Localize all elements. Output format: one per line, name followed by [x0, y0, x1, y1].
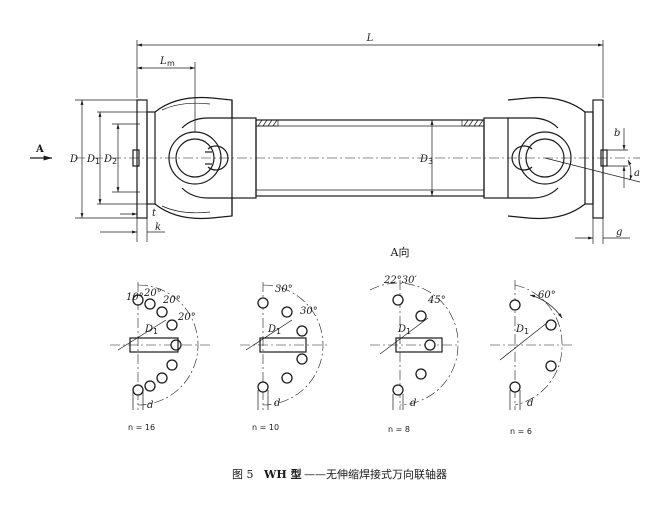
pattern-n10: 30° 30° D 1 d n = 10 — [240, 282, 330, 432]
dim-D2-sub: 2 — [112, 157, 117, 166]
pcd-n16-sub: 1 — [153, 327, 158, 336]
pcd-n8: D — [397, 324, 406, 335]
dim-D3-label: D — [419, 154, 428, 165]
view-arrow-label: A — [35, 144, 44, 155]
pcd-n16: D — [144, 324, 153, 335]
pattern-n6: 60° D 1 d n = 6 — [490, 280, 575, 436]
weld-hatch-right — [461, 119, 485, 127]
view-title: A向 — [390, 245, 410, 259]
dim-b-label: b — [614, 128, 620, 139]
caption-title: ——无伸缩焊接式万向联轴器 — [304, 467, 447, 481]
hole-n10: d — [274, 398, 280, 409]
hole-n16: d — [147, 400, 153, 411]
angle-n16-3: 20° — [177, 312, 196, 323]
shaft-assembly — [75, 96, 640, 220]
angle-n16-1: 20° — [143, 288, 162, 299]
dim-D1-label: D — [86, 154, 95, 165]
dimensions: L L m D D 1 D 2 D 3 t k — [30, 33, 641, 244]
right-cross-bearing — [511, 145, 533, 171]
left-yoke-upper — [154, 96, 233, 129]
dim-L-label: L — [366, 33, 374, 44]
right-cross-inner — [525, 138, 565, 178]
left-cross-outer — [168, 131, 222, 185]
left-yoke-lower — [154, 187, 233, 220]
left-cross-inner — [175, 138, 215, 178]
pcd-n8-sub: 1 — [406, 327, 411, 336]
pattern-n10-key — [259, 337, 307, 353]
hole-n6: d — [527, 398, 533, 409]
left-flange-boss — [146, 111, 156, 205]
dim-D3-sub: 3 — [428, 157, 433, 166]
dim-D-label: D — [69, 154, 78, 165]
angle-n10-0: 30° — [275, 284, 293, 295]
dim-D2-label: D — [103, 154, 112, 165]
pcd-n6-sub: 1 — [524, 327, 529, 336]
left-key — [132, 149, 140, 167]
count-n6: n = 6 — [510, 427, 532, 436]
angle-n8-0: 22°30′ — [383, 275, 417, 286]
left-yoke-edge-2 — [161, 205, 211, 214]
dim-k-label: k — [155, 222, 161, 233]
pcd-n10: D — [267, 324, 276, 335]
dim-Lm-sub: m — [167, 59, 175, 68]
pattern-n16-key — [129, 337, 179, 353]
right-key — [600, 149, 608, 167]
pattern-n8-key — [395, 337, 443, 353]
dim-a — [627, 159, 633, 181]
count-n8: n = 8 — [388, 425, 410, 434]
count-n16: n = 16 — [128, 423, 155, 432]
angle-n16-2: 20° — [162, 295, 181, 306]
hole-n8: d — [410, 398, 416, 409]
angle-n6-0: 60° — [538, 290, 556, 301]
dim-g-label: g — [616, 227, 622, 238]
pattern-n8: 22°30′ 45° D 1 d n = 8 — [369, 275, 460, 434]
angle-n10-1: 30° — [300, 306, 318, 317]
right-cross-outer — [518, 131, 572, 185]
angle-n8-1: 45° — [427, 295, 446, 306]
left-cross-bearing — [207, 145, 229, 171]
pcd-n6: D — [515, 324, 524, 335]
dim-t-label: t — [152, 208, 157, 219]
right-hub — [483, 117, 509, 199]
weld-hatch-left — [255, 119, 279, 127]
angle-n16-0: 10° — [126, 292, 144, 303]
left-yoke-edge — [161, 102, 211, 111]
dim-D1-sub: 1 — [95, 157, 100, 166]
caption-figure-no: 图 5 — [232, 468, 254, 481]
right-yoke-inner — [508, 117, 559, 199]
right-flange — [592, 99, 604, 219]
caption-model: WH 型 — [263, 467, 302, 481]
dim-Lm-label: L — [159, 56, 167, 67]
pcd-n10-sub: 1 — [276, 327, 281, 336]
right-yoke — [507, 96, 586, 220]
count-n10: n = 10 — [252, 423, 279, 432]
pattern-n16: 10° 20° 20° 20° D 1 d n = 16 — [110, 282, 210, 432]
dim-a-label: a — [634, 168, 640, 179]
